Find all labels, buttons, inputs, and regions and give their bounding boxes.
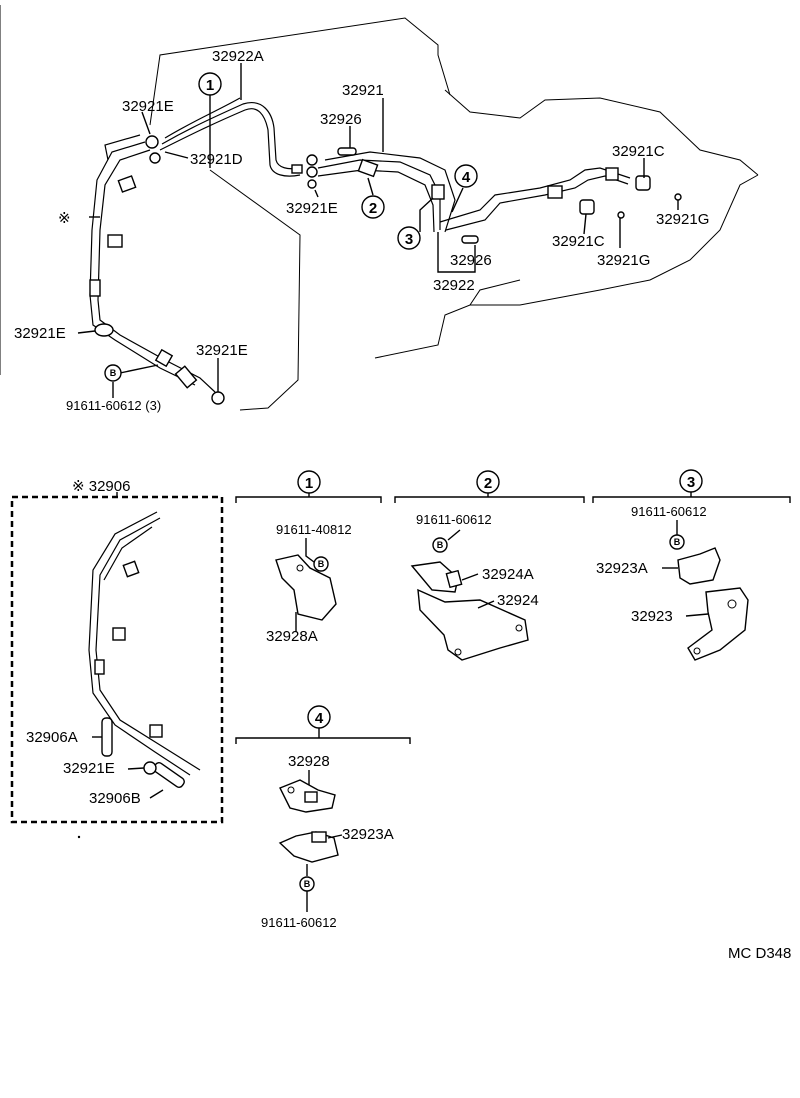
callout-4: 4 (454, 164, 478, 188)
svg-text:B: B (318, 559, 325, 569)
label-32926-top: 32926 (320, 111, 362, 128)
svg-text:4: 4 (462, 169, 471, 186)
label-32906B: 32906B (89, 790, 141, 807)
sub-assembly-2: 2 91611-60612 B 32924A 32924 (394, 470, 585, 661)
label-32921C-b: 32921C (552, 233, 605, 250)
label-32924: 32924 (497, 592, 539, 609)
label-32922: 32922 (433, 277, 475, 294)
svg-text:B: B (437, 540, 444, 550)
label-32928: 32928 (288, 753, 330, 770)
label-32921E-d: 32921E (196, 342, 248, 359)
svg-text:1: 1 (206, 77, 214, 94)
main-view-fittings (89, 135, 682, 405)
label-32906-title: ※ 32906 (72, 478, 130, 495)
label-32921E-a: 32921E (122, 98, 174, 115)
label-32921E-sub: 32921E (63, 760, 115, 777)
label-32921G-a: 32921G (656, 211, 709, 228)
label-32923A-s4: 32923A (342, 826, 394, 843)
label-32921C-a: 32921C (612, 143, 665, 160)
label-91611-60612-s3: 91611-60612 (631, 504, 707, 519)
label-32926-bottom: 32926 (450, 252, 492, 269)
svg-text:3: 3 (405, 231, 413, 248)
label-bolt-main: 91611-60612 (3) (66, 398, 161, 413)
label-91611-40812: 91611-40812 (276, 522, 352, 537)
label-32906A: 32906A (26, 729, 78, 746)
callout-1: 1 (198, 72, 222, 96)
label-32928A: 32928A (266, 628, 318, 645)
svg-text:2: 2 (369, 200, 377, 217)
label-32922A: 32922A (212, 48, 264, 65)
callout-2: 2 (361, 195, 385, 219)
label-32924A: 32924A (482, 566, 534, 583)
brake-tube-routing (89, 97, 631, 393)
svg-text:4: 4 (315, 710, 324, 727)
label-32921E-b: 32921E (286, 200, 338, 217)
label-32921E-c: 32921E (14, 325, 66, 342)
label-32923A-s3: 32923A (596, 560, 648, 577)
label-32921G-b: 32921G (597, 252, 650, 269)
svg-text:3: 3 (687, 474, 695, 491)
diagram-id: MC D348 (728, 945, 791, 962)
leader-lines (77, 63, 679, 398)
sub-assembly-1: 1 91611-40812 B 32928A (235, 470, 382, 645)
body-panel-outline (0, 5, 759, 411)
label-32921D: 32921D (190, 151, 243, 168)
callout-3: 3 (397, 226, 421, 250)
main-part-labels: 32922A 32921 32926 32921E 32921D 32921E … (14, 48, 709, 413)
label-91611-60612-s2: 91611-60612 (416, 512, 492, 527)
sub-assembly-3: 3 91611-60612 B 32923A 32923 (592, 469, 791, 661)
svg-text:B: B (110, 368, 117, 378)
bolt-callout-main: B (104, 364, 122, 382)
svg-text:1: 1 (305, 475, 313, 492)
asterisk-mark: ※ (58, 210, 71, 227)
label-91611-60612-s4: 91611-60612 (261, 915, 337, 930)
sub-assembly-4: 4 32928 32923A B 91611-60612 (235, 705, 411, 930)
svg-text:B: B (304, 879, 311, 889)
svg-text:2: 2 (484, 475, 492, 492)
label-32921: 32921 (342, 82, 384, 99)
svg-text:B: B (674, 537, 681, 547)
label-32923: 32923 (631, 608, 673, 625)
assembly-32906: ※ 32906 32906A 32921E 32906B (10, 478, 224, 824)
